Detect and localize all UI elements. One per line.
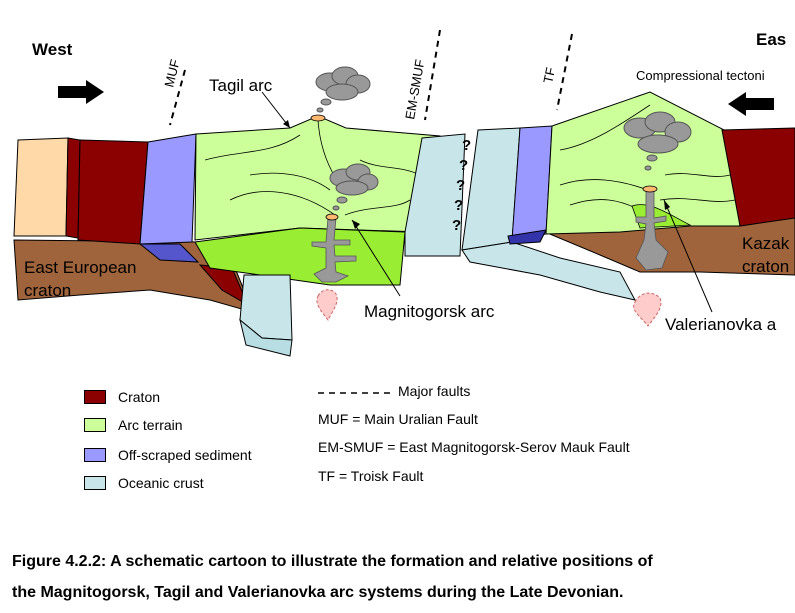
tagil-arc-terrain — [194, 115, 441, 241]
major-faults-label: Major faults — [398, 383, 471, 399]
west-sediment-block — [139, 133, 197, 245]
tf-label: TF — [540, 66, 558, 85]
unknown-mark: ? — [459, 157, 468, 174]
magnitogorsk-leader-head — [352, 220, 360, 229]
valerianovka-arc-contours — [559, 104, 736, 211]
figure-caption-line-2: the Magnitogorsk, Tagil and Valerianovka… — [12, 584, 624, 601]
east-label: Eas — [756, 30, 786, 49]
tf-fault-line — [556, 33, 573, 111]
tagil-vent — [310, 114, 326, 122]
legend-label: Arc terrain — [118, 417, 183, 433]
magnitogorsk-arc-label: Magnitogorsk arc — [364, 302, 495, 321]
legend-label: Off-scraped sediment — [118, 447, 252, 463]
tagil-arc-label: Tagil arc — [209, 76, 273, 95]
west-oceanic-slab-base — [239, 318, 293, 357]
west-sediment-wedge — [138, 243, 200, 263]
tagil-ash-cloud — [315, 66, 371, 113]
magnitogorsk-arc-body — [194, 227, 406, 286]
east-melt-droplet — [633, 292, 662, 327]
legend-swatch — [84, 476, 106, 490]
muf-label: MUF — [161, 58, 182, 89]
east-craton-block — [721, 127, 795, 227]
valerianovka-leader-head — [664, 200, 670, 210]
valerianovka-vent — [642, 185, 658, 193]
emsmuf-label: EM-SMUF — [402, 58, 427, 120]
legend-item-arc-terrain: Arc terrain — [84, 416, 183, 434]
east-european-label: East European — [24, 258, 136, 277]
west-melt-droplet — [316, 289, 338, 321]
kazakh-craton-label: craton — [742, 257, 789, 276]
geologic-cross-section: West Eas MUF EM-SMUF TF ? ? ? ? ? Tagil … — [13, 29, 795, 357]
magnitogorsk-magma-conduit — [311, 217, 357, 283]
tagil-leader — [261, 91, 291, 129]
unknown-mark: ? — [454, 197, 463, 214]
unknown-mark: ? — [452, 217, 461, 234]
unknown-mark: ? — [456, 177, 465, 194]
legend-swatch — [84, 418, 106, 432]
magnitogorsk-ash-cloud — [329, 163, 379, 211]
valerianovka-arc-label: Valerianovka a — [665, 315, 777, 334]
legend-item-craton: Craton — [84, 388, 160, 406]
valerianovka-magma-conduit — [635, 189, 669, 271]
legend-label: Craton — [118, 389, 161, 405]
west-craton-block — [77, 139, 149, 245]
tagil-arc-contours — [204, 119, 421, 216]
magnitogorsk-leader — [351, 219, 401, 297]
valerianovka-leader — [663, 199, 713, 313]
valerianovka-ash-cloud — [623, 111, 692, 171]
magnitogorsk-vent — [325, 213, 339, 221]
figure-caption-line-1: Figure 4.2.2: A schematic cartoon to ill… — [12, 553, 653, 570]
peach-block — [13, 137, 69, 237]
fault-legend-emsmuf: EM-SMUF = East Magnitogorsk-Serov Mauk F… — [318, 439, 630, 455]
unknown-mark: ? — [462, 137, 471, 154]
fault-legend-muf: MUF = Main Uralian Fault — [318, 411, 478, 427]
emsmuf-fault-line — [424, 29, 441, 121]
legend-item-oceanic-crust: Oceanic crust — [84, 474, 204, 492]
tagil-leader-head — [283, 120, 290, 128]
mid-oceanic-block-left — [404, 133, 466, 257]
major-faults-line-symbol — [318, 392, 390, 394]
legend-item-off-scraped-sediment: Off-scraped sediment — [84, 446, 252, 464]
west-label: West — [32, 40, 73, 59]
kazakh-label: Kazak — [742, 234, 790, 253]
legend-label: Oceanic crust — [118, 475, 204, 491]
fault-legend-tf: TF = Troisk Fault — [318, 468, 424, 484]
valerianovka-arc-terrain — [545, 91, 741, 235]
legend-swatch — [84, 390, 106, 404]
east-european-craton-label: craton — [24, 281, 71, 300]
compressional-label: Compressional tectoni — [636, 68, 765, 83]
muf-fault-line — [169, 69, 186, 126]
west-pointing-arrow-icon — [728, 92, 774, 116]
legend-swatch — [84, 448, 106, 462]
east-pointing-arrow-icon — [58, 80, 104, 104]
east-sediment-wedge — [507, 229, 547, 245]
east-oceanic-slab — [461, 241, 636, 301]
